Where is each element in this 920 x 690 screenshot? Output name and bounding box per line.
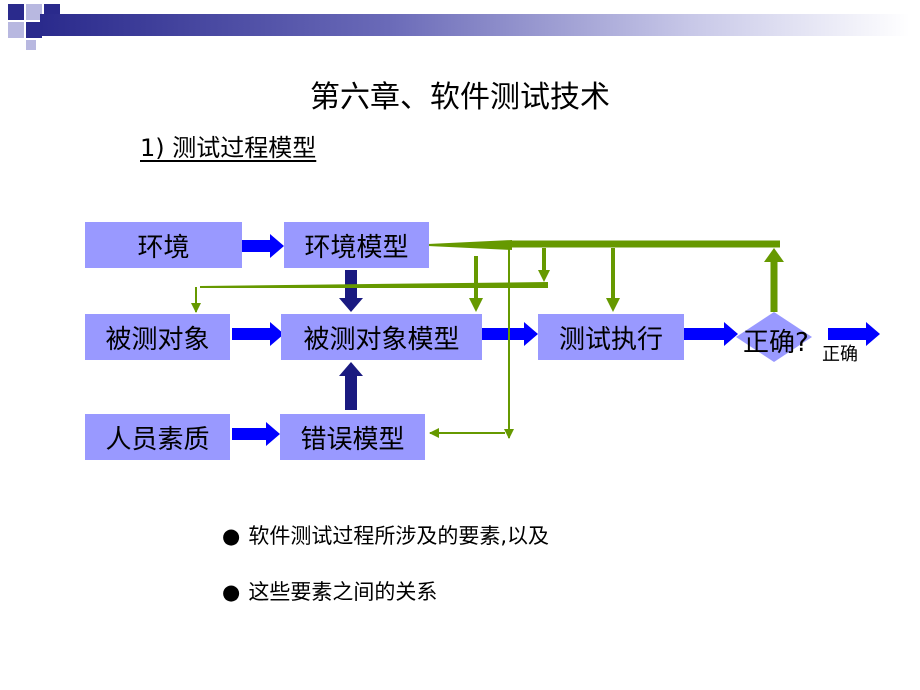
node-environment-model-label: 环境模型 — [304, 232, 409, 263]
arrow-exec-to-correct — [684, 322, 738, 346]
node-test-execution-label: 测试执行 — [558, 324, 663, 355]
node-test-object-label: 被测对象 — [105, 324, 210, 355]
feedback-up-arrowhead — [764, 248, 784, 262]
decision-diamond — [736, 312, 812, 362]
node-test-object-model: 被测对象模型 — [281, 314, 482, 360]
feedback-to-envmodel — [428, 240, 512, 250]
node-test-object: 被测对象 — [85, 314, 230, 360]
node-staff-quality: 人员素质 — [85, 414, 230, 460]
node-test-object-model-label: 被测对象模型 — [303, 324, 460, 355]
node-environment: 环境 — [85, 222, 242, 268]
node-environment-label: 环境 — [137, 232, 190, 263]
feedback-down-exec-head — [606, 298, 620, 312]
node-error-model: 错误模型 — [280, 414, 425, 460]
decor-square — [26, 22, 42, 38]
decor-square — [8, 22, 24, 38]
header-bar — [40, 14, 910, 36]
bullet-item: ● 软件测试过程所涉及的要素,以及 — [222, 520, 549, 550]
bullet-dot-icon: ● — [222, 524, 241, 548]
node-error-model-label: 错误模型 — [300, 424, 405, 455]
feedback-down-mid-head — [538, 270, 550, 282]
page-title: 第六章、软件测试技术 — [310, 80, 610, 115]
arrow-correct-out — [828, 322, 880, 346]
feedback-to-obj-line — [200, 282, 548, 288]
bullet-text: 这些要素之间的关系 — [248, 580, 438, 604]
decision-label: 正确? — [743, 328, 809, 358]
arrow-errmodel-to-objmodel — [339, 362, 363, 410]
arrow-obj-to-objmodel — [232, 322, 284, 346]
output-label: 正确 — [822, 344, 858, 365]
bullet-text: 软件测试过程所涉及的要素,以及 — [248, 524, 550, 548]
node-test-execution: 测试执行 — [538, 314, 684, 360]
node-environment-model: 环境模型 — [284, 222, 429, 268]
section-subtitle: 1) 测试过程模型 — [140, 134, 317, 162]
arrow-env-to-envmodel — [232, 234, 284, 258]
decor-square — [26, 40, 36, 50]
node-staff-quality-label: 人员素质 — [105, 424, 210, 455]
decor-square — [26, 4, 42, 20]
bullet-dot-icon: ● — [222, 580, 241, 604]
header-decoration — [0, 0, 920, 50]
arrow-staff-to-errmodel — [232, 422, 280, 446]
bullet-item: ● 这些要素之间的关系 — [222, 576, 437, 606]
arrow-envmodel-to-objmodel — [339, 270, 363, 312]
decor-square — [8, 4, 24, 20]
feedback-down-objmodel-head — [469, 298, 483, 312]
